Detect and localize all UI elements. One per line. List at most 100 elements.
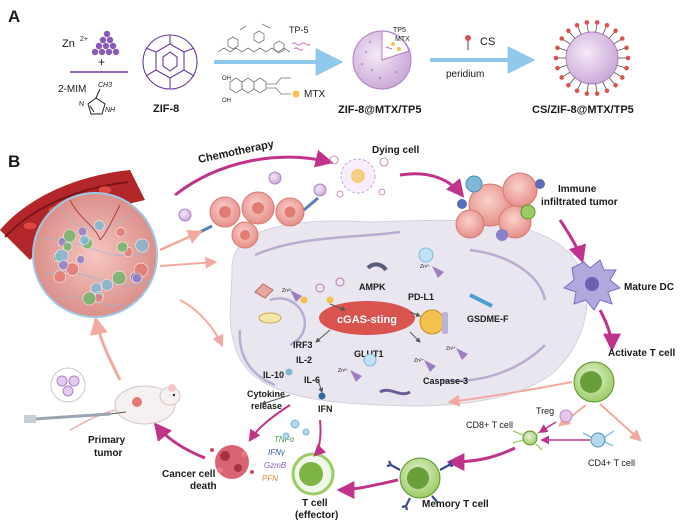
gsdme-label: GSDME-F	[467, 314, 509, 324]
zn-label: Zn	[62, 38, 75, 50]
ch3-label: CH3	[98, 82, 112, 89]
immune-label-1: Immune	[558, 184, 597, 195]
zif8-label: ZIF-8	[153, 103, 179, 115]
mature-dc-icon	[562, 259, 622, 311]
activated-t-cell-icon	[573, 361, 615, 403]
treg-label: Treg	[536, 406, 554, 416]
zn-ion-label-5: Zn²⁺	[338, 368, 349, 374]
tcell-to-center-arrow	[447, 381, 573, 407]
zn-ion-label-1: Zn²⁺	[282, 288, 293, 294]
zif-mtx-tp5-sphere-icon	[352, 30, 412, 90]
cd4-t-cell-icon	[582, 430, 615, 448]
tumor-to-center-arrow	[179, 299, 224, 348]
peridium-label: peridium	[446, 69, 484, 80]
t-effector-label-2: (effector)	[295, 510, 338, 521]
tp5-structure-icon	[217, 23, 291, 54]
cgas-sting-label: cGAS-sting	[337, 314, 397, 326]
primary-tumor-label-1: Primary	[88, 435, 126, 446]
ampk-arrow	[329, 303, 346, 311]
memory-t-cell-icon	[386, 457, 454, 511]
tumor-right-arrow	[159, 256, 218, 269]
cs-zif-label: CS/ZIF-8@MTX/TP5	[532, 104, 634, 116]
mature-dc-label: Mature DC	[624, 282, 674, 293]
dying-cell-icon	[329, 155, 389, 198]
il10-label: IL-10	[263, 370, 284, 380]
cs-ligand-icon	[465, 35, 471, 50]
activate-t-label: Activate T cell	[608, 348, 675, 359]
tnfa-label: TNFα	[274, 435, 295, 444]
syringe-icon	[24, 411, 127, 423]
er-membranes	[254, 230, 547, 383]
pdl1-arrow	[409, 311, 421, 317]
t-effector-label-1: T cell	[302, 498, 328, 509]
targeted-tumor-cells-icon	[178, 171, 327, 249]
cytokine-label-1: Cytokine	[247, 389, 285, 399]
plus-sign: +	[98, 55, 105, 69]
dc-to-tcell-arrow	[598, 309, 621, 352]
tcell-to-cd4-arrow	[599, 403, 642, 442]
zn-ion-label-3: Zn²⁺	[446, 346, 457, 352]
oh-bottom: OH	[222, 98, 231, 104]
cancer-cell-death-icon	[210, 445, 254, 479]
primary-tumor-mass-icon	[32, 192, 158, 318]
panel-b-letter: B	[8, 152, 20, 171]
treg-icon	[559, 409, 573, 423]
panel-a-letter: A	[8, 7, 20, 26]
pdl1-label: PD-L1	[408, 292, 434, 302]
cancer-death-label-2: death	[190, 481, 217, 492]
immune-to-dc-arrow	[558, 219, 586, 264]
tp5-label: TP-5	[289, 25, 309, 35]
immune-label-2: infiltrated tumor	[541, 197, 618, 208]
il2-label: IL-2	[296, 355, 312, 365]
memory-t-label: Memory T cell	[422, 499, 489, 510]
mouse-icon	[69, 384, 181, 431]
cytokine-arrow	[261, 394, 291, 406]
zn-charge: 2+	[80, 36, 88, 43]
ifn-label: IFN	[318, 404, 333, 414]
effector-t-cell-icon	[291, 452, 335, 496]
zif8-cage-icon	[142, 34, 198, 90]
il6-label: IL-6	[304, 375, 320, 385]
cd8-to-memory-arrow	[446, 446, 516, 471]
il6-arrow	[317, 379, 324, 393]
ifn-to-effector-arrow	[313, 419, 327, 457]
pfn-label: PFN	[262, 474, 278, 483]
tp5-molecule-icon	[291, 42, 311, 51]
oh-top: OH	[222, 76, 231, 82]
mtx-small-label: MTX	[395, 36, 410, 43]
ampk-label: AMPK	[359, 282, 386, 292]
primary-tumor-label-2: tumor	[94, 448, 122, 459]
dying-to-immune-arrow	[399, 172, 465, 198]
n-atom: N	[79, 101, 84, 108]
immune-infiltrated-tumor-icon	[455, 172, 545, 241]
mtx-label: MTX	[304, 89, 325, 100]
chemotherapy-arrow	[174, 149, 334, 197]
death-to-mouse-arrow	[153, 422, 206, 460]
tp5-small-label: TP5	[393, 27, 406, 34]
zn-ion-label-2: Zn²⁺	[420, 264, 431, 270]
imidazole-structure-icon	[87, 88, 106, 115]
mouse-to-tumor-arrow	[90, 316, 122, 381]
zinc-pyramid-icon	[91, 30, 120, 56]
treg-to-cd8-arrow	[538, 421, 557, 433]
cs-zif-particle-icon	[553, 20, 631, 96]
mtx-structure-icon	[229, 77, 291, 95]
ifny-label: IFNγ	[268, 448, 286, 457]
cytokine-label-2: release	[251, 401, 282, 411]
cancer-death-label-1: Cancer cell	[162, 469, 216, 480]
cs-label: CS	[480, 36, 495, 48]
irf3-label: IRF3	[293, 340, 313, 350]
center-to-death-arrow	[248, 404, 291, 442]
memory-to-effector-arrow	[336, 478, 399, 499]
dying-cell-label: Dying cell	[372, 145, 419, 156]
zif-mtx-tp5-label: ZIF-8@MTX/TP5	[338, 104, 421, 116]
caspase-arrow	[409, 331, 421, 343]
mtx-dot-icon	[292, 90, 300, 98]
mim-label: 2-MIM	[58, 84, 86, 95]
cd8-t-cell-icon	[512, 427, 546, 451]
cytokine-droplets-icon	[282, 419, 310, 440]
chemotherapy-label: Chemotherapy	[197, 138, 276, 166]
nh-atom: NH	[105, 107, 116, 114]
